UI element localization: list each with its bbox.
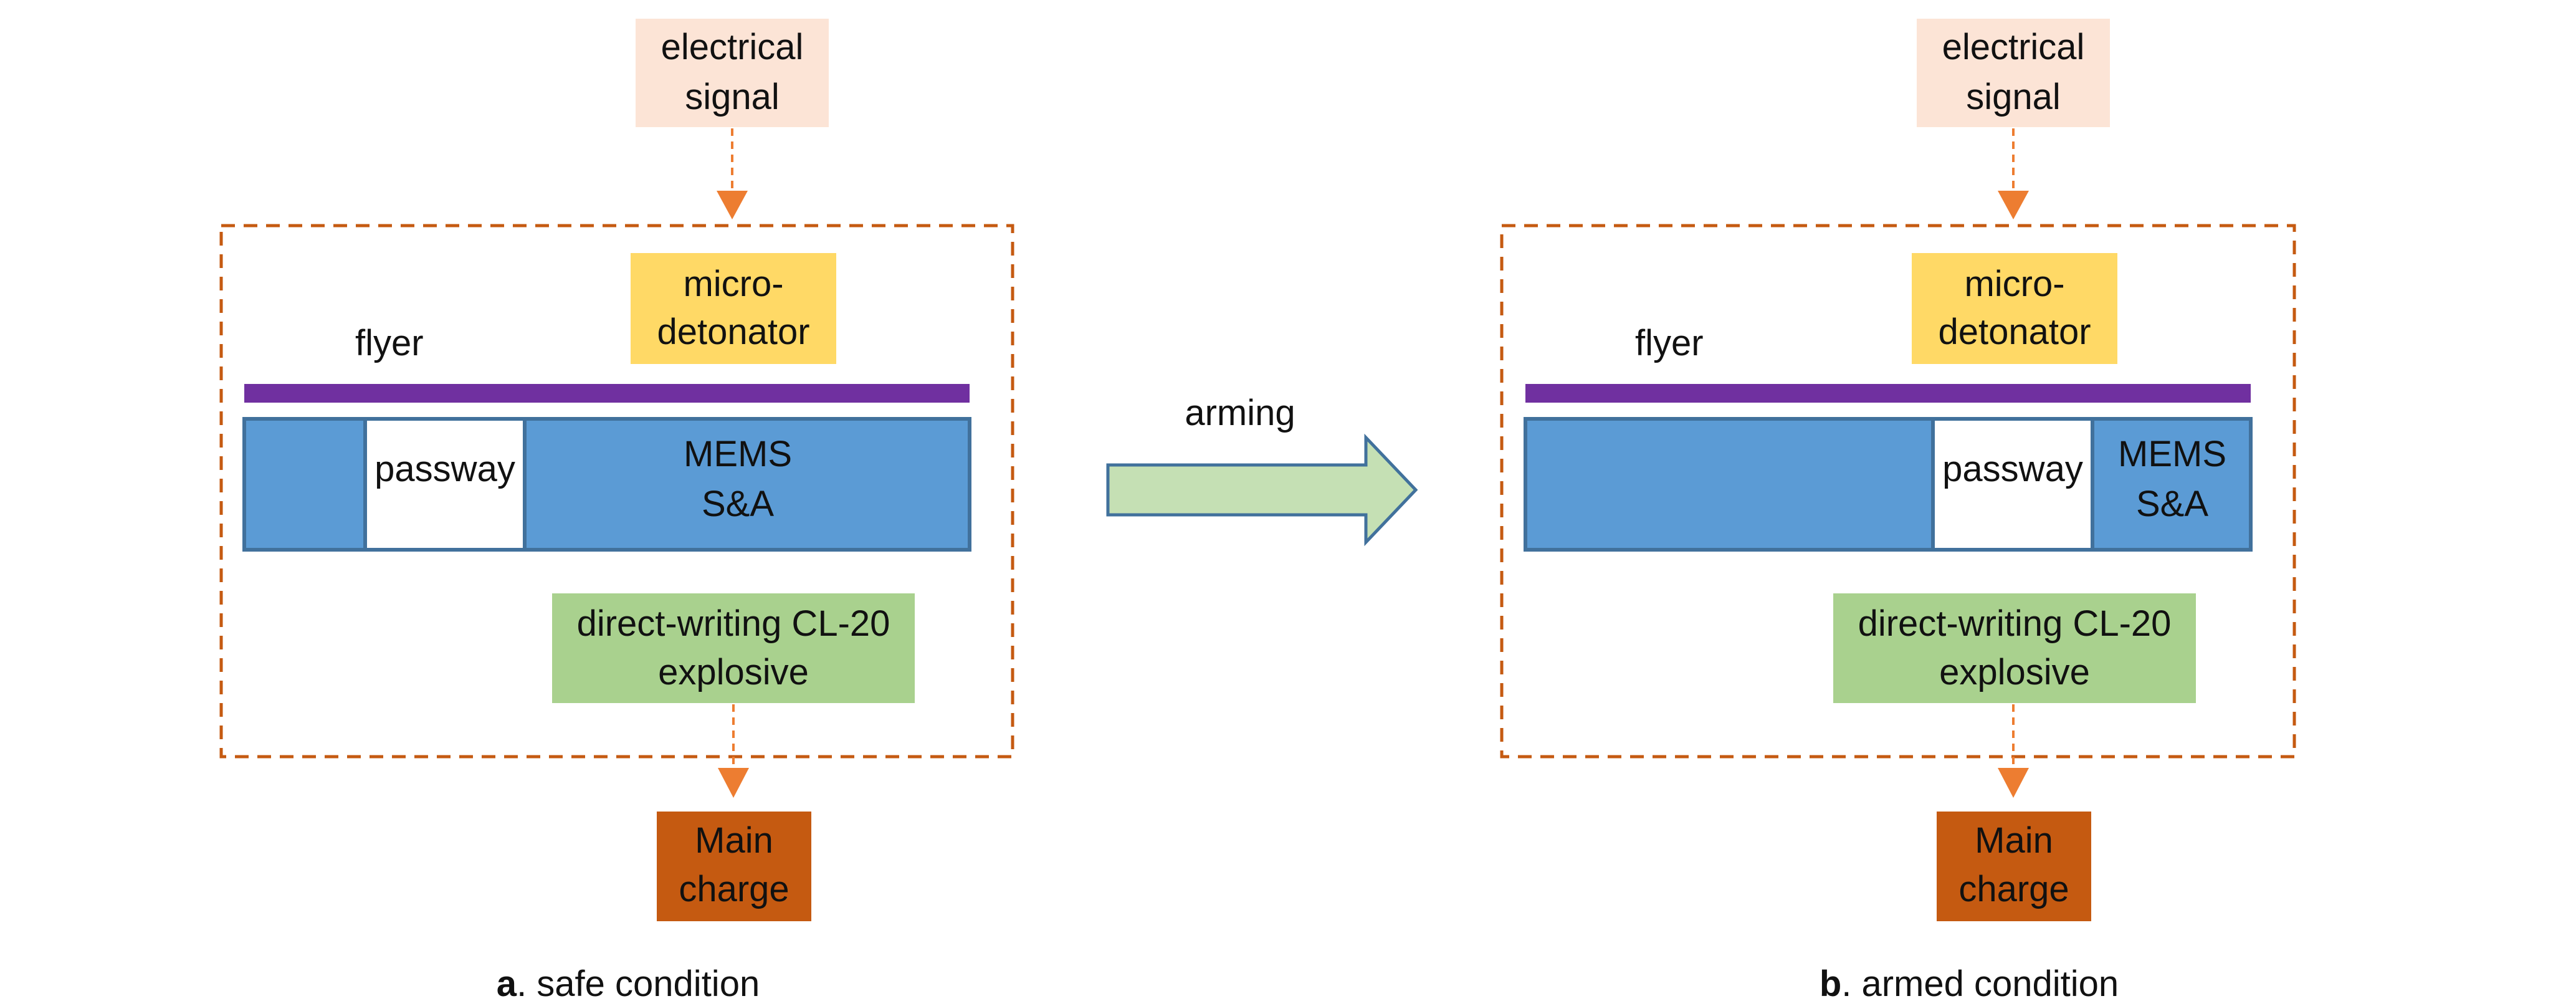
mems-label-line1: MEMS — [684, 434, 792, 474]
explosive-line1: direct-writing CL-20 — [1858, 603, 2172, 644]
arming-label: arming — [1185, 393, 1295, 433]
explosive-arrowhead — [718, 768, 749, 798]
passway-label: passway — [1942, 449, 2083, 489]
main-charge-line2: charge — [1958, 869, 2069, 909]
caption-letter-a: a — [497, 964, 517, 1001]
main-charge-line1: Main — [1975, 820, 2053, 861]
panel-safe-condition: electrical signal micro- detonator flyer — [219, 19, 1014, 1001]
signal-arrowhead — [717, 191, 748, 219]
micro-detonator-line2: detonator — [1938, 312, 2091, 352]
device-boundary — [1500, 224, 2296, 759]
mems-label-line1: MEMS — [2118, 434, 2226, 474]
passway-label: passway — [374, 449, 515, 489]
caption-armed-condition: b. armed condition — [1820, 964, 2119, 1001]
electrical-signal-box: electrical signal — [636, 19, 829, 127]
panel-armed-condition: electrical signal micro- detonator flyer — [1500, 19, 2296, 1001]
flyer-label: flyer — [355, 323, 424, 363]
explosive-box: direct-writing CL-20 explosive — [1833, 593, 2196, 703]
passway-window — [1933, 419, 2092, 550]
mems-sa-slider: passway MEMS S&A — [242, 417, 971, 552]
main-charge-line1: Main — [695, 820, 773, 861]
explosive-line2: explosive — [1939, 652, 2090, 692]
main-charge-line2: charge — [679, 869, 789, 909]
device-boundary — [219, 224, 1014, 759]
electrical-signal-rect — [636, 19, 829, 127]
micro-detonator-box: micro- detonator — [1912, 253, 2117, 364]
explosive-rect — [1833, 593, 2196, 703]
micro-detonator-rect — [1912, 253, 2117, 364]
main-charge-rect — [1937, 812, 2091, 921]
main-charge-box: Main charge — [1937, 812, 2091, 921]
caption-letter-b: b — [1820, 964, 1841, 1001]
signal-arrowhead — [1998, 191, 2029, 219]
electrical-signal-line1: electrical — [1942, 27, 2085, 67]
explosive-arrow — [1998, 704, 2029, 798]
signal-arrow — [1998, 128, 2029, 219]
electrical-signal-box: electrical signal — [1917, 19, 2110, 127]
mems-sa-outline — [242, 417, 971, 552]
electrical-signal-line2: signal — [1966, 77, 2061, 117]
arming-arrow-outline — [1106, 433, 1418, 547]
explosive-arrowhead — [1998, 768, 2029, 798]
micro-detonator-box: micro- detonator — [631, 253, 836, 364]
micro-detonator-line2: detonator — [657, 312, 809, 352]
explosive-arrow — [718, 704, 749, 798]
caption-text-a: . safe condition — [517, 964, 760, 1001]
explosive-line1: direct-writing CL-20 — [577, 603, 890, 644]
mems-sa-body — [1525, 419, 2251, 550]
micro-detonator-line1: micro- — [683, 264, 783, 304]
caption-text-b: . armed condition — [1841, 964, 2119, 1001]
mems-sa-body — [244, 419, 970, 550]
main-charge-rect — [657, 812, 811, 921]
passway-outline — [363, 417, 527, 552]
micro-detonator-line1: micro- — [1964, 264, 2064, 304]
caption-safe-condition: a. safe condition — [497, 964, 760, 1001]
flyer-bar — [1525, 384, 2251, 403]
mems-sa-slider: passway MEMS S&A — [1524, 417, 2253, 552]
micro-detonator-rect — [631, 253, 836, 364]
main-charge-box: Main charge — [657, 812, 811, 921]
signal-arrow — [717, 128, 748, 219]
explosive-box: direct-writing CL-20 explosive — [552, 593, 915, 703]
flyer-label: flyer — [1635, 323, 1704, 363]
explosive-line2: explosive — [658, 652, 809, 692]
electrical-signal-rect — [1917, 19, 2110, 127]
passway-window — [365, 419, 525, 550]
mems-sa-outline — [1524, 417, 2253, 552]
explosive-rect — [552, 593, 915, 703]
arming-arrow — [1108, 438, 1416, 542]
electrical-signal-line2: signal — [685, 77, 780, 117]
electrical-signal-line1: electrical — [661, 27, 804, 67]
passway-outline — [1931, 417, 2094, 552]
mems-label-line2: S&A — [702, 484, 774, 524]
flyer-bar — [244, 384, 970, 403]
mems-label-line2: S&A — [2136, 484, 2208, 524]
arming-transition: arming — [1106, 393, 1418, 547]
